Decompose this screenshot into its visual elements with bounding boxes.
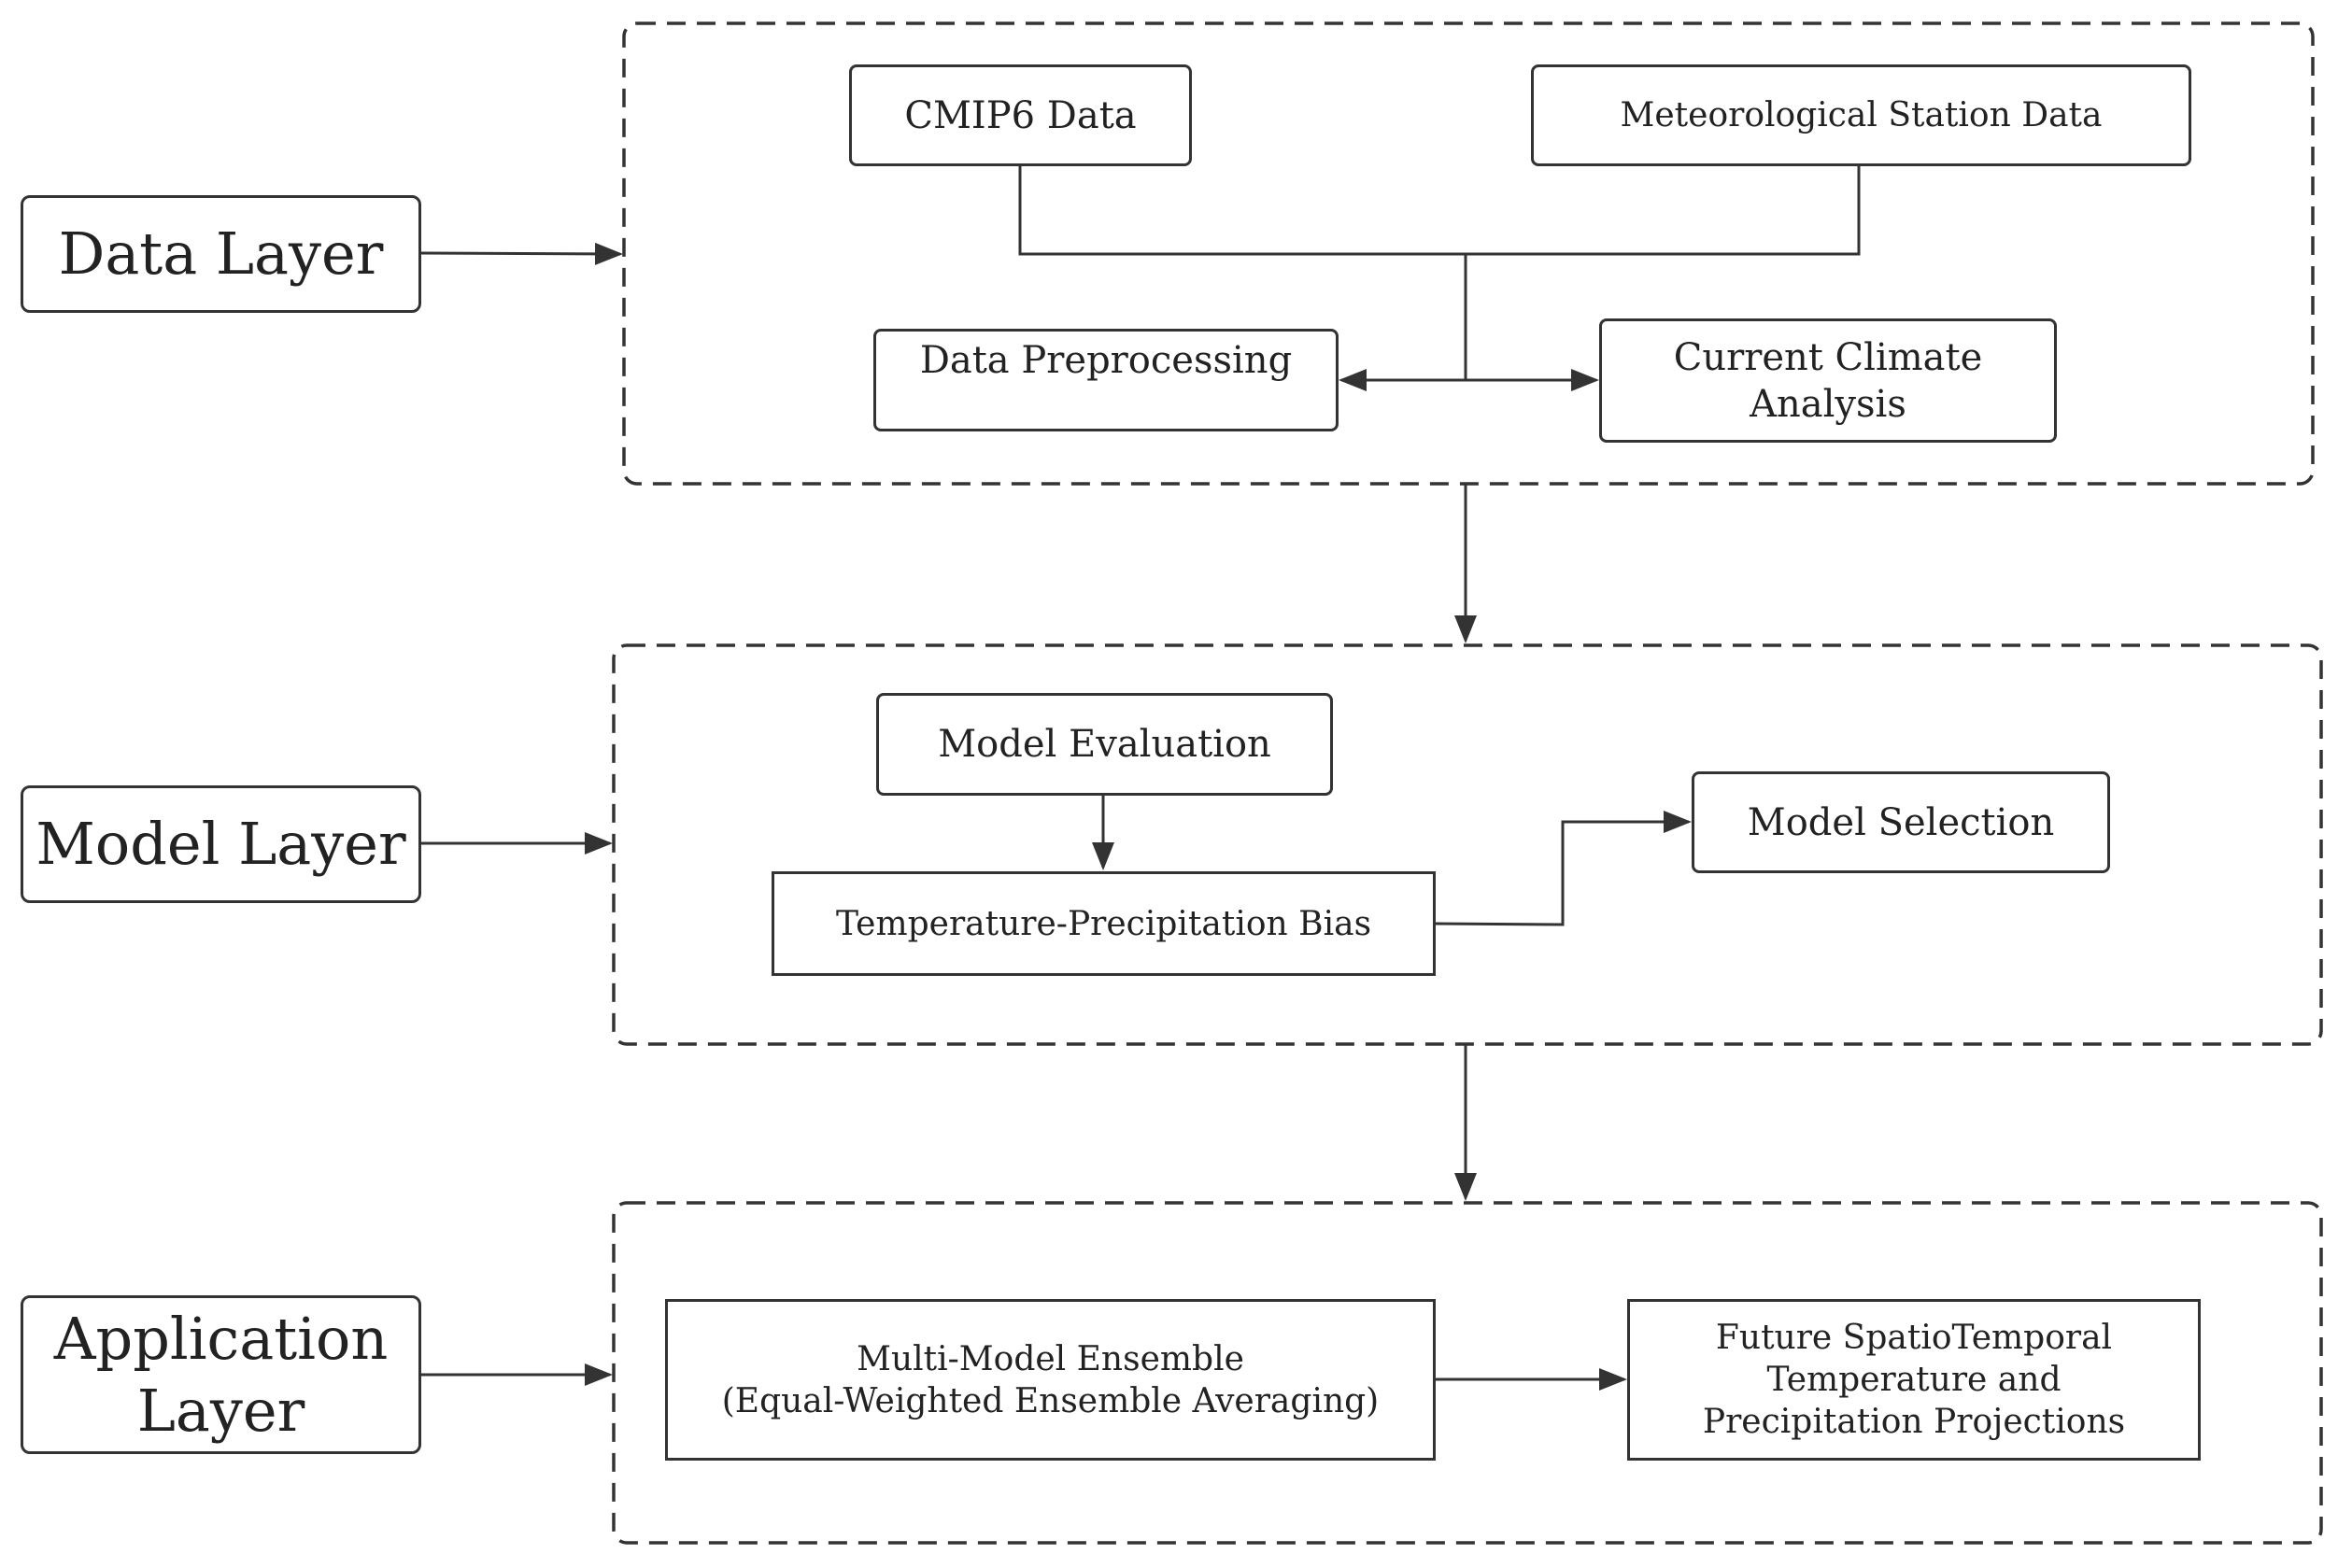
data-preprocessing-text: Data Preprocessing	[919, 339, 1293, 382]
data-layer-label: Data Layer	[21, 195, 421, 313]
model-layer-label: Model Layer	[21, 785, 421, 903]
cmip6-merge-line	[1018, 164, 1861, 256]
model-layer-container	[612, 643, 2323, 1046]
ensemble-text: Multi-Model Ensemble (Equal-Weighted Ens…	[721, 1339, 1380, 1420]
current-climate-node: Current Climate Analysis	[1599, 318, 2057, 443]
current-climate-text: Current Climate Analysis	[1673, 335, 1983, 426]
projections-text: Future SpatioTemporal Temperature and Pr…	[1702, 1319, 2126, 1441]
data-preprocessing-node: Data Preprocessing	[873, 329, 1339, 431]
application-layer-label: Application Layer	[21, 1295, 421, 1454]
ensemble-node: Multi-Model Ensemble (Equal-Weighted Ens…	[665, 1299, 1436, 1461]
bias-to-selection-arrow	[1434, 811, 1692, 926]
bias-node: Temperature-Precipitation Bias	[772, 871, 1436, 976]
station-data-text: Meteorological Station Data	[1620, 96, 2103, 134]
model-evaluation-text: Model Evaluation	[938, 723, 1271, 766]
projections-node: Future SpatioTemporal Temperature and Pr…	[1627, 1299, 2201, 1461]
bias-text: Temperature-Precipitation Bias	[835, 904, 1372, 943]
cmip6-data-node: CMIP6 Data	[849, 64, 1192, 166]
model-selection-node: Model Selection	[1692, 771, 2110, 873]
station-data-node: Meteorological Station Data	[1531, 64, 2191, 166]
data-layer-arrow	[419, 242, 623, 265]
model-evaluation-node: Model Evaluation	[876, 693, 1333, 796]
model-selection-text: Model Selection	[1747, 800, 2055, 844]
cmip6-data-text: CMIP6 Data	[904, 93, 1137, 137]
data-layer-container	[622, 21, 2315, 486]
data-layer-text: Data Layer	[58, 219, 384, 289]
application-layer-text: Application Layer	[53, 1304, 389, 1446]
model-layer-text: Model Layer	[35, 810, 406, 879]
application-layer-container	[612, 1201, 2323, 1545]
